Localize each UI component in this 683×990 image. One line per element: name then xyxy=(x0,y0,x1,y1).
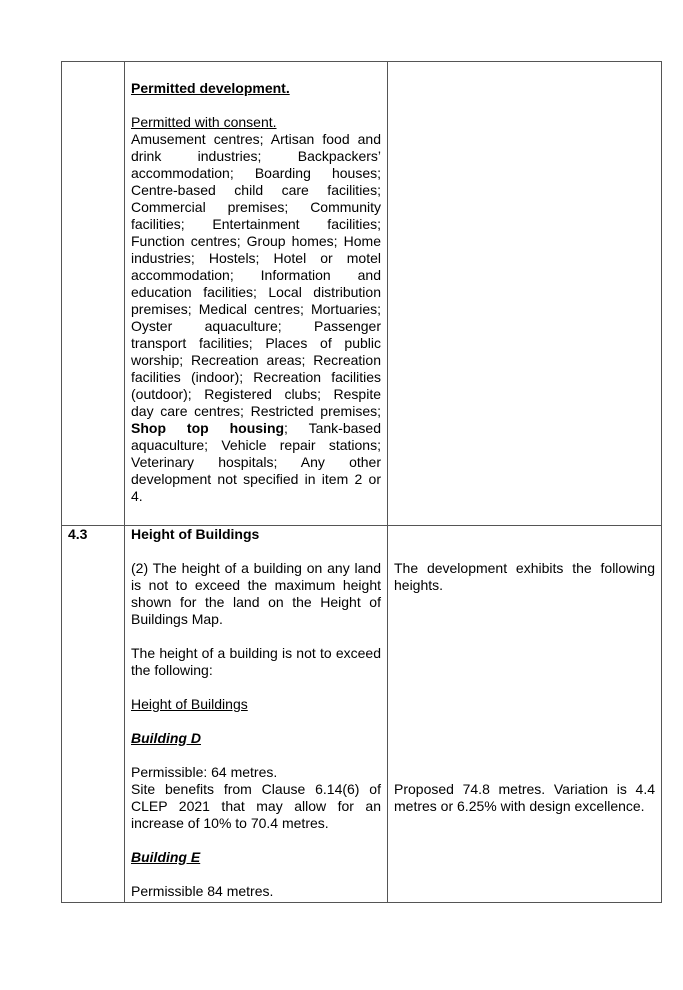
table-row: Permitted development. Permitted with co… xyxy=(61,61,662,526)
permitted-with-consent-label: Permitted with consent. xyxy=(131,114,277,130)
shop-top-housing-text: Shop top housing xyxy=(131,420,285,436)
building-e-label: Building E xyxy=(131,849,201,865)
clause-number-cell: 4.3 xyxy=(61,525,125,903)
comment-cell xyxy=(387,61,662,526)
comment-cell: The development exhibits the following h… xyxy=(387,525,662,903)
control-cell: Permitted development. Permitted with co… xyxy=(124,61,388,526)
building-d-benefit: Site benefits from Clause 6.14(6) of CLE… xyxy=(131,781,381,831)
assessment-table: Permitted development. Permitted with co… xyxy=(61,61,662,903)
comment-building-d: Proposed 74.8 metres. Variation is 4.4 m… xyxy=(394,781,655,814)
clause-number: 4.3 xyxy=(68,526,88,542)
building-d-permissible: Permissible: 64 metres. xyxy=(131,764,278,780)
table-row: 4.3 Height of Buildings (2) The height o… xyxy=(61,525,662,903)
building-e-permissible: Permissible 84 metres. xyxy=(131,883,274,899)
height-limit-intro: The height of a building is not to excee… xyxy=(131,645,381,678)
clause-number-cell xyxy=(61,61,125,526)
height-of-buildings-title: Height of Buildings xyxy=(131,526,260,542)
permitted-development-heading: Permitted development. xyxy=(131,80,290,96)
permitted-uses-list: Amusement centres; Artisan food and drin… xyxy=(131,131,381,504)
height-clause-text: (2) The height of a building on any land… xyxy=(131,560,381,627)
height-of-buildings-subheading: Height of Buildings xyxy=(131,696,248,712)
control-cell: Height of Buildings (2) The height of a … xyxy=(124,525,388,903)
comment-intro: The development exhibits the following h… xyxy=(394,560,655,593)
building-d-label: Building D xyxy=(131,730,201,746)
